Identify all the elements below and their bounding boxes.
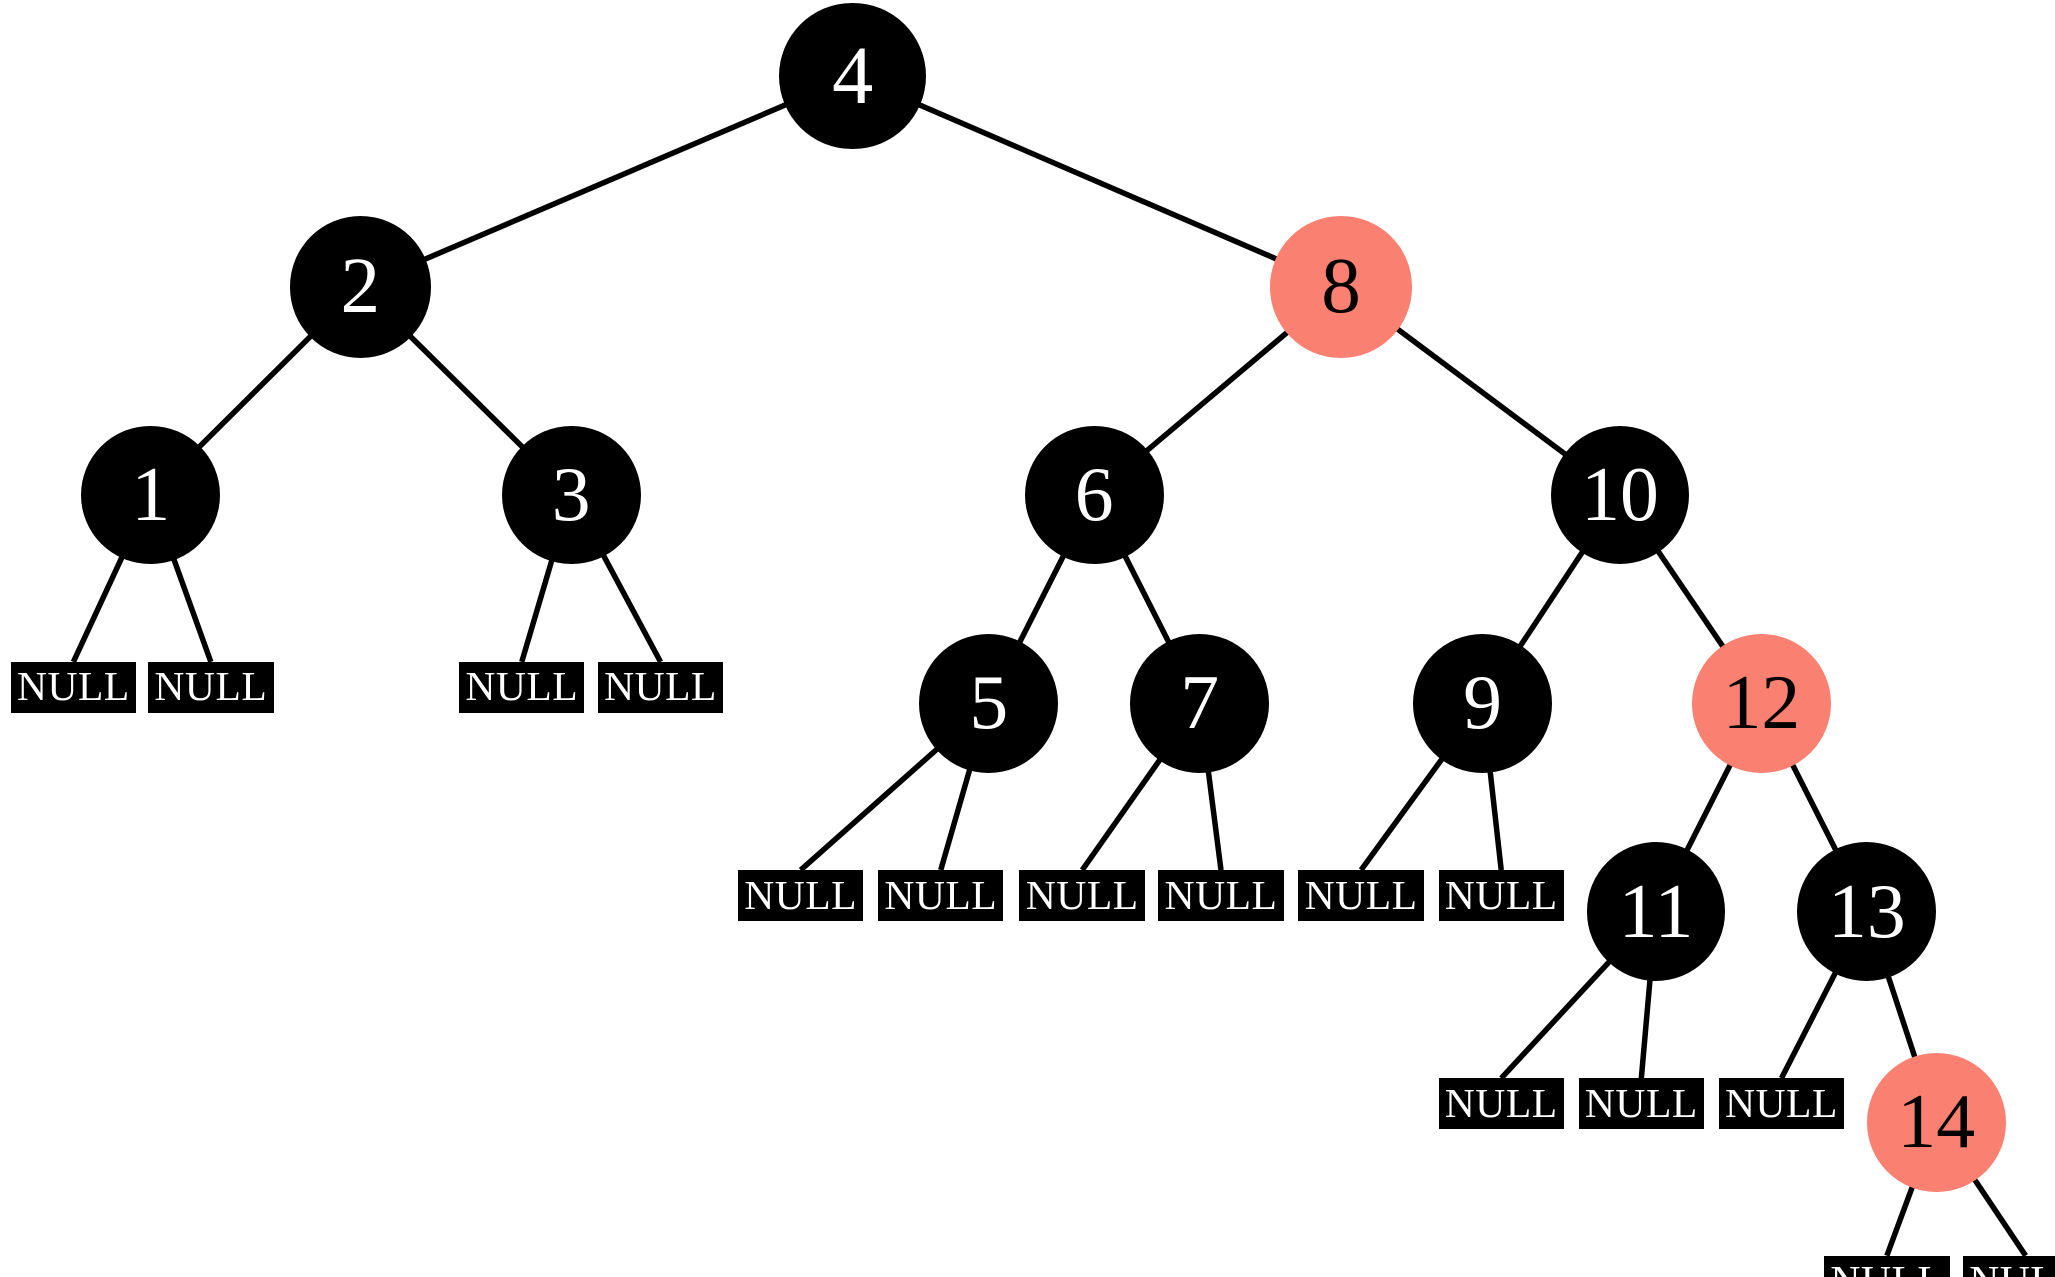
tree-node-label: 7 bbox=[1180, 659, 1220, 746]
tree-node-label: 12 bbox=[1722, 659, 1801, 746]
tree-null-leaf: NULL bbox=[737, 870, 864, 921]
tree-null-leaf: NULL bbox=[1019, 870, 1145, 921]
tree-null-label: NULL bbox=[1969, 1260, 2055, 1277]
tree-node-1[interactable]: 1 bbox=[81, 425, 221, 565]
tree-null-leaf: NULL bbox=[1962, 1255, 2055, 1277]
tree-node-label: 8 bbox=[1321, 242, 1361, 331]
tree-node-14[interactable]: 14 bbox=[1866, 1052, 2006, 1192]
tree-node-2[interactable]: 2 bbox=[289, 216, 431, 358]
tree-node-label: 10 bbox=[1581, 451, 1659, 538]
tree-null-leaf: NULL bbox=[1158, 870, 1284, 921]
tree-node-13[interactable]: 13 bbox=[1797, 842, 1937, 981]
tree-node-12[interactable]: 12 bbox=[1692, 633, 1831, 773]
tree-null-leaf: NULL bbox=[1578, 1078, 1705, 1129]
tree-node-6[interactable]: 6 bbox=[1024, 425, 1164, 565]
tree-null-leaf: NULL bbox=[1718, 1078, 1845, 1129]
tree-null-leaf: NULL bbox=[1438, 870, 1564, 921]
tree-null-label: NULL bbox=[744, 871, 858, 918]
tree-node-9[interactable]: 9 bbox=[1413, 633, 1552, 773]
tree-null-leaf: NULL bbox=[1438, 1078, 1564, 1129]
tree-edge bbox=[851, 73, 1343, 290]
tree-node-label: 9 bbox=[1463, 659, 1502, 746]
tree-null-label: NULL bbox=[1725, 1079, 1838, 1126]
tree-null-leaf: NULL bbox=[1298, 870, 1424, 921]
tree-null-label: NULL bbox=[1304, 871, 1418, 918]
tree-node-label: 14 bbox=[1897, 1078, 1976, 1165]
tree-null-label: NULL bbox=[1164, 871, 1278, 918]
tree-null-label: NULL bbox=[884, 871, 998, 918]
tree-null-label: NULL bbox=[1025, 871, 1139, 918]
tree-node-10[interactable]: 10 bbox=[1550, 425, 1690, 565]
tree-null-label: NULL bbox=[465, 663, 579, 710]
tree-edge bbox=[359, 73, 854, 290]
tree-null-leaf: NULL bbox=[10, 661, 137, 713]
tree-null-leaf: NULL bbox=[878, 870, 1004, 921]
tree-null-label: NULL bbox=[1584, 1079, 1698, 1126]
tree-node-label: 5 bbox=[969, 659, 1009, 746]
tree-node-label: 3 bbox=[551, 451, 591, 538]
tree-node-label: 11 bbox=[1618, 867, 1694, 954]
tree-null-leaf: NULL bbox=[459, 661, 585, 713]
tree-node-5[interactable]: 5 bbox=[919, 633, 1059, 773]
tree-null-label: NULL bbox=[604, 663, 717, 710]
tree-node-4[interactable]: 4 bbox=[779, 2, 927, 150]
tree-null-label: NULL bbox=[1830, 1260, 1943, 1277]
tree-null-label: NULL bbox=[154, 663, 268, 710]
tree-node-8[interactable]: 8 bbox=[1270, 216, 1412, 358]
tree-node-label: 6 bbox=[1074, 451, 1114, 538]
tree-node-3[interactable]: 3 bbox=[501, 425, 641, 565]
tree-node-label: 1 bbox=[131, 451, 171, 538]
tree-node-label: 4 bbox=[832, 29, 874, 121]
tree-node-7[interactable]: 7 bbox=[1130, 633, 1270, 773]
tree-null-leaf: NULL bbox=[1824, 1255, 1950, 1277]
tree-null-label: NULL bbox=[1444, 871, 1558, 918]
tree-node-label: 2 bbox=[340, 242, 381, 331]
tree-null-leaf: NULL bbox=[597, 661, 724, 713]
tree-node-label: 13 bbox=[1827, 867, 1906, 954]
tree-null-label: NULL bbox=[16, 663, 130, 710]
tree-node-11[interactable]: 11 bbox=[1586, 842, 1726, 981]
tree-null-label: NULL bbox=[1444, 1079, 1558, 1126]
tree-null-leaf: NULL bbox=[148, 661, 274, 713]
